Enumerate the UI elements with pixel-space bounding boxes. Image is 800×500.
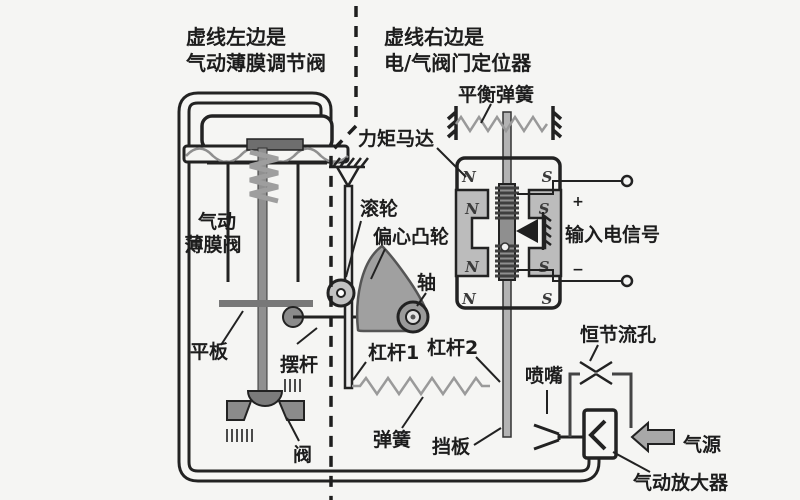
minus-sign: − [572,262,584,278]
title-left-line2: 气动薄膜调节阀 [185,51,326,75]
amplifier-box [582,408,618,460]
pole-letter: N [464,200,480,218]
terminal-plus [620,174,634,188]
pole-letter: S [539,200,550,218]
label-diaphragm-valve-line1: 气动 [197,210,236,233]
torque-motor-assembly: N S N S N N S S + − [454,156,634,310]
balance-spring-assembly [446,106,563,140]
feedback-air-tube [177,91,601,483]
label-spring: 弹簧 [373,428,411,451]
label-constant-orifice: 恒节流孔 [580,323,656,346]
label-diaphragm-valve-line2: 薄膜阀 [184,233,241,256]
pole-letter: S [542,168,553,186]
label-air-source: 气源 [682,433,721,456]
valve-seat-left [226,400,253,421]
coil-top [495,186,519,220]
label-nozzle: 喷嘴 [525,365,563,387]
wire-top [517,180,622,195]
label-input-signal: 输入电信号 [565,223,660,246]
orifice-loop-pipe [568,372,633,437]
flexure-pivot [516,219,538,243]
valve-plug [246,390,284,407]
pole-letter: N [461,290,477,308]
label-plate: 平板 [190,340,229,363]
plus-sign: + [572,194,584,210]
label-valve: 阀 [293,443,312,466]
orifice-symbol [579,360,613,386]
cam-mechanism [326,157,490,397]
label-pneumatic-amplifier: 气动放大器 [632,471,729,494]
terminal-minus [620,274,634,288]
label-baffle: 挡板 [432,435,471,458]
label-pointers [220,103,651,473]
lever1-pivot [334,165,362,189]
dashed-divider [329,6,358,500]
balance-spring-coil [454,114,549,134]
label-eccentric-cam: 偏心凸轮 [373,225,449,248]
pole-letter: N [464,258,480,276]
valve-plug-assembly [226,379,305,442]
air-source-arrow [630,420,675,454]
armature-pin [500,242,510,252]
label-lever-2: 杠杆2 [427,336,478,359]
label-roller: 滚轮 [360,197,398,220]
label-lever-1: 杠杆1 [368,341,419,364]
pole-letter: S [542,290,553,308]
plate-bar [219,300,313,307]
diaphragm-actuator [182,114,350,396]
label-swing-rod: 摆杆 [280,353,318,376]
hatch-marks [284,379,301,392]
label-shaft: 轴 [417,271,436,294]
label-balance-spring: 平衡弹簧 [458,83,534,106]
magnet-left [454,188,490,278]
pole-letter: N [461,168,477,186]
pole-letter: S [539,258,550,276]
flexure-anchor [541,212,552,250]
title-right-line2: 电/气阀门定位器 [384,51,532,75]
spring-anchor-right [551,106,563,140]
hatch-marks [226,429,253,442]
nozzle-shape [533,423,584,451]
actuator-spring [249,149,279,204]
shaft-center [410,314,416,320]
title-right-line1: 虚线右边是 [384,25,484,49]
valve-seat-right [277,400,305,421]
lever-spring [352,375,490,397]
wire-bottom [517,269,622,282]
label-torque-motor: 力矩马达 [358,127,434,150]
roller-hub [336,288,346,298]
diaphragm-plate [246,138,304,151]
amplifier-chevron [588,419,607,451]
flapper-nozzle-circuit [533,360,675,460]
title-left-line1: 虚线左边是 [186,25,286,49]
